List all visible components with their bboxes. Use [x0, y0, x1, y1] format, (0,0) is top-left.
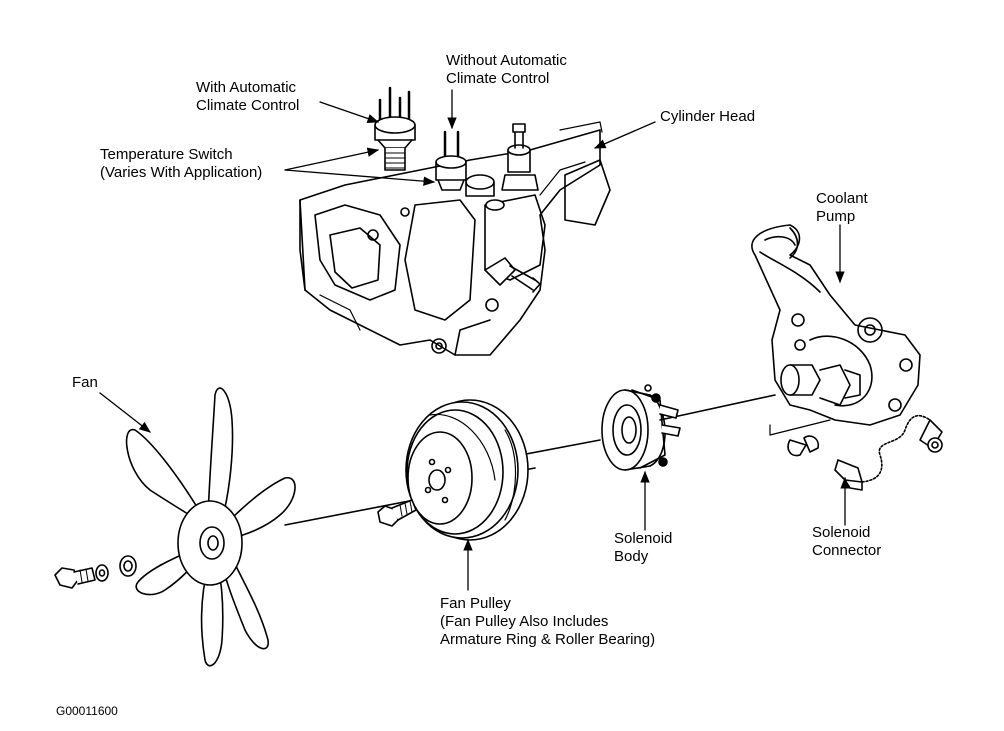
- label-fan-pulley: Fan Pulley (Fan Pulley Also Includes Arm…: [440, 595, 656, 648]
- fan: [125, 387, 296, 667]
- label-without-automatic-climate-control: Without Automatic Climate Control: [446, 52, 567, 87]
- temperature-switch-with-acc: [374, 86, 416, 171]
- label-temperature-switch: Temperature Switch (Varies With Applicat…: [100, 146, 263, 181]
- label-solenoid-connector: Solenoid Connector: [812, 524, 882, 559]
- solenoid-connector: [834, 414, 943, 491]
- solenoid-body: [601, 384, 681, 471]
- figure-code: G00011600: [56, 704, 118, 718]
- label-cylinder-head: Cylinder Head: [660, 108, 756, 125]
- label-with-automatic-climate-control: With Automatic Climate Control: [196, 79, 300, 114]
- pulley-bolt: [377, 499, 417, 527]
- cylinder-head: [299, 121, 611, 356]
- label-fan: Fan: [72, 374, 98, 391]
- fan-fasteners: [54, 555, 137, 589]
- label-coolant-pump: Coolant Pump: [816, 190, 868, 225]
- label-solenoid-body: Solenoid Body: [614, 530, 673, 565]
- temperature-switch-without-acc: [435, 130, 467, 191]
- fan-pulley: [405, 399, 529, 541]
- coolant-pump: [751, 224, 921, 457]
- leader-lines: [99, 89, 850, 591]
